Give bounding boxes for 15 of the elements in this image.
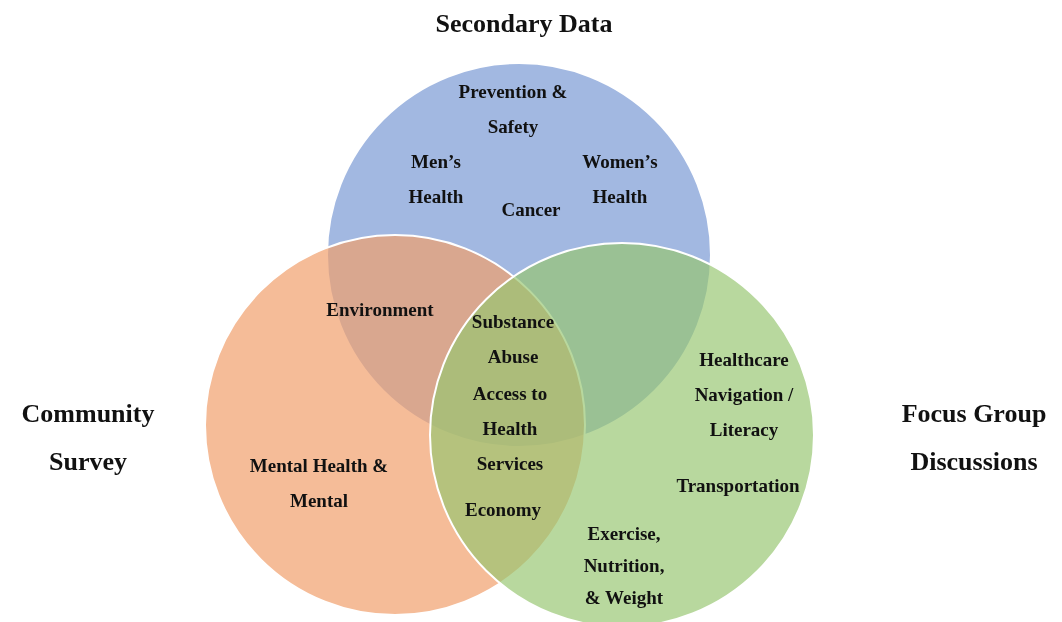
topic-label: Men’s Health [407,150,465,209]
set-title: Community Survey [20,398,156,478]
topic-label: Healthcare Navigation / Literacy [693,348,795,442]
topic-label: Women’s Health [581,150,659,209]
set-title: Focus Group Discussions [900,398,1048,478]
topic-label: Exercise, Nutrition, & Weight [582,522,666,610]
overlap-topic-label: Substance Abuse [470,310,556,369]
set-title: Secondary Data [434,8,614,40]
overlap-topic-label: Access to Health Services [471,382,549,476]
topic-label: Mental Health & Mental [248,454,390,513]
topic-label: Cancer [500,198,562,222]
topic-label: Prevention & Safety [458,80,568,139]
overlap-topic-label: Economy [464,498,542,522]
topic-label: Transportation [675,474,801,498]
overlap-topic-label: Environment [325,298,435,322]
